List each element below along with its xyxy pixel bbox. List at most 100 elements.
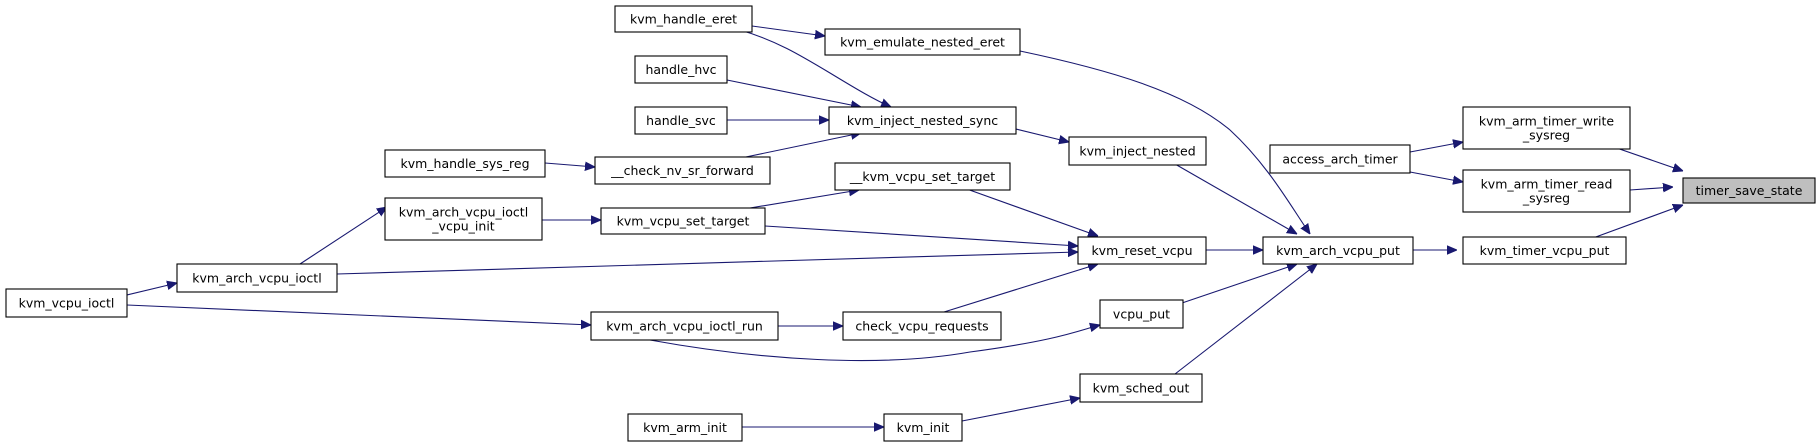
edge-check-vcpu-requests-to-kvm-reset-vcpu (943, 264, 1098, 313)
node-kvm-arm-timer-read-sysreg[interactable]: kvm_arm_timer_read_sysreg (1462, 169, 1631, 213)
node-kvm-init[interactable]: kvm_init (883, 413, 963, 442)
edge-kvm-timer-vcpu-put-to-timer-save-state (1592, 205, 1683, 239)
node-kvm-handle-eret[interactable]: kvm_handle_eret (614, 5, 753, 33)
node-box (1682, 177, 1816, 204)
node-label: kvm_init (897, 420, 950, 435)
node-handle-svc[interactable]: handle_svc (634, 106, 728, 135)
node-box (5, 288, 128, 318)
node-box (1262, 236, 1414, 265)
node-kvm-arm-init[interactable]: kvm_arm_init (627, 413, 743, 442)
node-box (1462, 236, 1627, 265)
edge-kvm-vcpu-ioctl-to-kvm-arch-vcpu-ioctl-run (126, 304, 591, 325)
node-handle-hvc[interactable]: handle_hvc (634, 55, 728, 84)
node-box (627, 413, 743, 442)
node-kvm-vcpu-set-target[interactable]: __kvm_vcpu_set_target (834, 162, 1011, 191)
edge-kvm-vcpu-set-target-internal-to-kvm-reset-vcpu (963, 187, 1098, 236)
node-box (1462, 169, 1631, 213)
node-box (384, 149, 546, 178)
node-label: kvm_inject_nested_sync (847, 113, 998, 128)
node-label: kvm_reset_vcpu (1091, 243, 1192, 258)
edge-kvm-arch-vcpu-ioctl-run-to-vcpu-put (649, 325, 1100, 362)
edge-kvm-handle-eret-to-kvm-emulate-nested-eret (751, 25, 825, 36)
node-kvm-handle-sys-reg[interactable]: kvm_handle_sys_reg (384, 149, 546, 178)
node-label: kvm_arch_vcpu_ioctl_run (606, 319, 763, 334)
node-label: _vcpu_init (431, 219, 494, 234)
node-label: kvm_handle_sys_reg (400, 156, 529, 171)
node-kvm-reset-vcpu[interactable]: kvm_reset_vcpu (1077, 236, 1207, 265)
node-vcpu-put[interactable]: vcpu_put (1099, 299, 1184, 329)
node-box (1099, 299, 1184, 329)
node-box (824, 28, 1021, 56)
node-box (842, 311, 1002, 341)
node-box (883, 413, 963, 442)
edge-kvm-vcpu-set-target-to-internal (749, 190, 859, 209)
node-box (384, 197, 543, 241)
node-kvm-arch-vcpu-ioctl-run[interactable]: kvm_arch_vcpu_ioctl_run (590, 311, 779, 341)
node-label: handle_hvc (645, 62, 716, 77)
node-label: kvm_timer_vcpu_put (1480, 243, 1610, 258)
node-label: kvm_emulate_nested_eret (840, 35, 1005, 50)
node-label: __kvm_vcpu_set_target (849, 169, 995, 184)
node-label: kvm_arm_init (643, 420, 727, 435)
node-box (1269, 144, 1411, 174)
function-nodes: timer_save_statekvm_arm_timer_write_sysr… (5, 5, 1816, 442)
node-label: check_vcpu_requests (855, 319, 988, 334)
node-kvm-arch-vcpu-ioctl[interactable]: kvm_arch_vcpu_ioctl (176, 263, 338, 293)
node-label: access_arch_timer (1282, 152, 1398, 167)
node-box (634, 55, 728, 84)
node-label: kvm_arm_timer_write (1479, 114, 1614, 129)
node-label: kvm_sched_out (1093, 381, 1190, 396)
node-kvm-vcpu-ioctl[interactable]: kvm_vcpu_ioctl (5, 288, 128, 318)
edge-handle-hvc-to-kvm-inject-nested-sync (726, 79, 861, 107)
node-box (1077, 236, 1207, 265)
edge-vcpu-put-to-kvm-arch-vcpu-put (1181, 264, 1297, 304)
node-kvm-inject-nested[interactable]: kvm_inject_nested (1068, 136, 1207, 166)
node-kvm-arch-vcpu-put[interactable]: kvm_arch_vcpu_put (1262, 236, 1414, 265)
edge-check-nv-sr-forward-to-kvm-inject-nested-sync (740, 133, 861, 159)
edge-access-arch-timer-to-kvm-arm-timer-write-sysreg (1409, 142, 1463, 153)
node-box (1462, 106, 1631, 150)
node-label: _sysreg (1522, 191, 1570, 206)
node-label: kvm_handle_eret (630, 12, 737, 27)
edge-kvm-sched-out-to-kvm-arch-vcpu-put (1174, 264, 1317, 375)
edge-kvm-handle-sys-reg-to-check-nv-sr-forward (544, 163, 595, 167)
edge-kvm-vcpu-set-target-to-kvm-reset-vcpu (764, 225, 1078, 246)
node-kvm-arm-timer-write-sysreg[interactable]: kvm_arm_timer_write_sysreg (1462, 106, 1631, 150)
node-check-vcpu-requests[interactable]: check_vcpu_requests (842, 311, 1002, 341)
edge-kvm-emulate-nested-eret-to-kvm-arch-vcpu-put (1019, 50, 1310, 234)
node-kvm-timer-vcpu-put[interactable]: kvm_timer_vcpu_put (1462, 236, 1627, 265)
node-label: handle_svc (646, 113, 716, 128)
node-timer-save-state[interactable]: timer_save_state (1682, 177, 1816, 204)
edge-kvm-init-to-kvm-sched-out (961, 398, 1080, 422)
node-access-arch-timer[interactable]: access_arch_timer (1269, 144, 1411, 174)
edge-kvm-arch-vcpu-ioctl-to-vcpu-init (299, 207, 387, 265)
node-kvm-inject-nested-sync[interactable]: kvm_inject_nested_sync (828, 106, 1017, 135)
node-box (590, 311, 779, 341)
node-box (600, 207, 766, 235)
node-box (594, 156, 771, 185)
edge-kvm-arm-timer-read-sysreg-to-timer-save-state (1629, 187, 1673, 190)
node-label: vcpu_put (1113, 307, 1170, 322)
node-kvm-emulate-nested-eret[interactable]: kvm_emulate_nested_eret (824, 28, 1021, 56)
edge-kvm-inject-nested-sync-to-kvm-inject-nested (1015, 128, 1069, 142)
node-check-nv-sr-forward[interactable]: __check_nv_sr_forward (594, 156, 771, 185)
node-kvm-arch-vcpu-ioctl-vcpu-init[interactable]: kvm_arch_vcpu_ioctl_vcpu_init (384, 197, 543, 241)
edge-access-arch-timer-to-kvm-arm-timer-read-sysreg (1409, 171, 1463, 182)
node-kvm-sched-out[interactable]: kvm_sched_out (1079, 373, 1203, 403)
node-label: kvm_arch_vcpu_ioctl (399, 205, 528, 220)
node-box (1079, 373, 1203, 403)
node-box (176, 263, 338, 293)
node-kvm-vcpu-set-target[interactable]: kvm_vcpu_set_target (600, 207, 766, 235)
call-edges (126, 25, 1683, 427)
edge-kvm-vcpu-ioctl-to-kvm-arch-vcpu-ioctl (126, 283, 177, 296)
node-box (614, 5, 753, 33)
node-label: kvm_arch_vcpu_ioctl (192, 271, 321, 286)
node-label: _sysreg (1522, 128, 1570, 143)
node-label: timer_save_state (1696, 183, 1803, 198)
node-box (634, 106, 728, 135)
node-box (828, 106, 1017, 135)
edge-kvm-arch-vcpu-ioctl-to-kvm-reset-vcpu (336, 252, 1078, 275)
node-label: kvm_vcpu_ioctl (19, 296, 115, 311)
node-label: kvm_arch_vcpu_put (1276, 243, 1400, 258)
